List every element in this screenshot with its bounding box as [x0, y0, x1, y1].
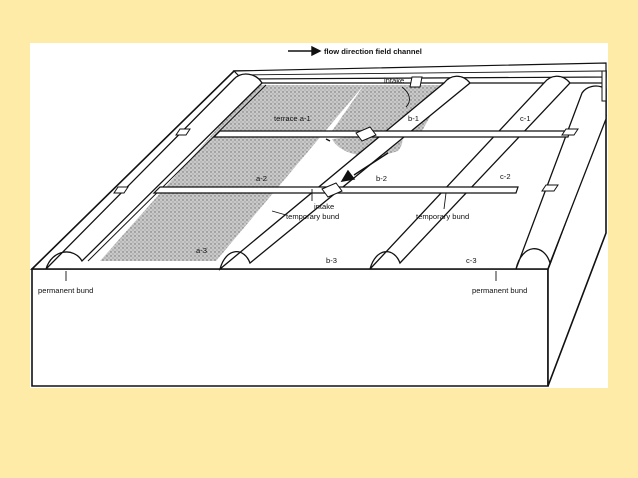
bund-stubs — [113, 128, 579, 194]
terrace-irrigation-figure: flow direction field channel intake terr… — [30, 43, 608, 388]
label-a3: a-3 — [196, 246, 207, 255]
label-a2: a-2 — [256, 174, 267, 183]
label-intake-top: intake — [384, 76, 404, 85]
flow-arrows — [288, 45, 389, 182]
flooded-terrace-a — [100, 85, 364, 261]
label-c1: c-1 — [520, 114, 531, 123]
label-temporary-bund-right: temporary bund — [416, 212, 469, 221]
intake-openings — [321, 76, 423, 198]
label-c3: c-3 — [466, 256, 477, 265]
label-b3: b-3 — [326, 256, 337, 265]
corner-post — [601, 70, 607, 102]
label-permanent-bund-right: permanent bund — [472, 286, 527, 295]
label-flow-direction: flow direction field channel — [324, 47, 422, 56]
label-permanent-bund-left: permanent bund — [38, 286, 93, 295]
label-b2: b-2 — [376, 174, 387, 183]
field-channel-inner — [239, 70, 603, 76]
leader-lines — [65, 86, 497, 281]
label-c2: c-2 — [500, 172, 511, 181]
label-b1: b-1 — [408, 114, 419, 123]
left-bund-edge — [87, 84, 267, 262]
label-intake-bottom: intake — [314, 202, 334, 211]
terrace-diagram: flow direction field channel intake terr… — [30, 45, 607, 387]
block-front-face — [31, 268, 549, 387]
permanent-bunds — [45, 73, 607, 271]
label-temporary-bund-left: temporary bund — [286, 212, 339, 221]
label-terrace-a1: terrace a-1 — [274, 114, 311, 123]
